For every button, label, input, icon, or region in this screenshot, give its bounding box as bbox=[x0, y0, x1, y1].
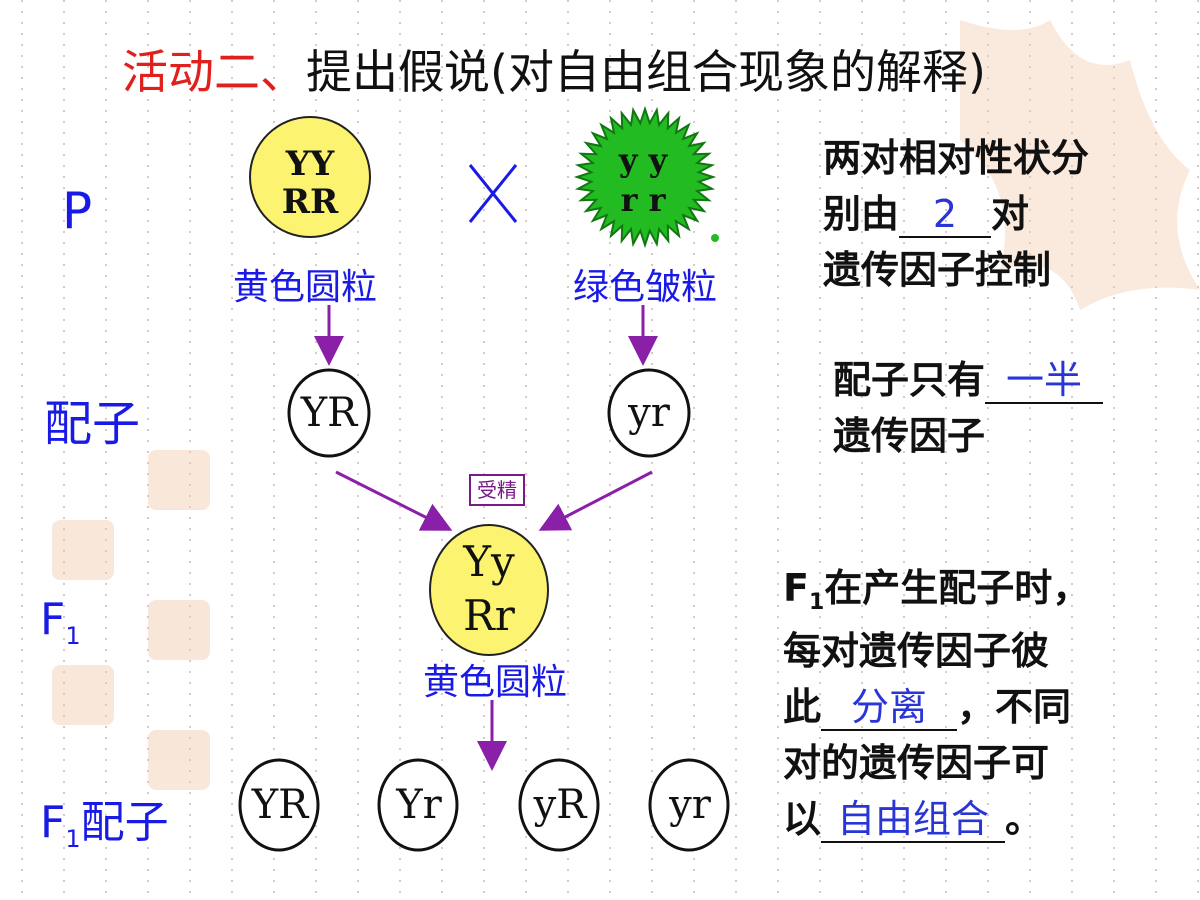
note-line: 遗传因子 bbox=[833, 414, 986, 458]
f1-gamete-circle bbox=[238, 758, 320, 852]
parent-green-label: 绿色皱粒 bbox=[573, 267, 718, 308]
note-text: 以 bbox=[783, 797, 822, 841]
page-title: 活动二、提出假说(对自由组合现象的解释) bbox=[122, 36, 986, 102]
f1-subscript: 1 bbox=[65, 622, 81, 650]
note-line: 配子只有一半 bbox=[833, 352, 1104, 408]
seal-watermark-large bbox=[960, 20, 1200, 310]
f1-gamete-word: 配子 bbox=[80, 797, 169, 848]
f1-gamete-label: YR bbox=[251, 782, 309, 828]
parent-yellow-genotype: YY RR bbox=[250, 145, 370, 221]
f1-gamete-circle bbox=[518, 758, 600, 852]
gamete-circle bbox=[287, 368, 371, 458]
arrow-fertilization-right bbox=[538, 470, 653, 531]
note-gamete-half: 配子只有一半 遗传因子 bbox=[833, 352, 1104, 464]
seal-watermark bbox=[52, 665, 114, 725]
seal-watermark bbox=[148, 730, 210, 790]
f1-gamete-circle bbox=[648, 758, 730, 852]
gamete-circle bbox=[607, 368, 691, 458]
f1-subscript: 1 bbox=[65, 825, 81, 853]
note-text: 此 bbox=[783, 685, 822, 729]
note-text: 别由 bbox=[823, 192, 900, 236]
genotype-line: Rr bbox=[463, 591, 515, 640]
blank-answer: 分离 bbox=[821, 685, 958, 731]
note-line: 两对相对性状分 bbox=[823, 136, 1090, 180]
blank-answer: 一半 bbox=[985, 358, 1104, 404]
note-line: F1在产生配子时， bbox=[783, 560, 1090, 623]
parent-yellow-circle bbox=[249, 116, 371, 238]
genotype-line: YY bbox=[285, 144, 335, 184]
seal-watermark bbox=[148, 450, 210, 510]
blank-answer: 自由组合 bbox=[821, 797, 1006, 843]
note-line: 每对遗传因子彼 bbox=[783, 629, 1050, 673]
note-text: 配子只有 bbox=[833, 358, 986, 402]
row-label-gamete: 配子 bbox=[44, 396, 141, 452]
note-text: 。 bbox=[1005, 797, 1044, 841]
genotype-line: Yy bbox=[463, 537, 515, 586]
genotype-line: r r bbox=[620, 181, 666, 219]
title-main: 提出假说(对自由组合现象的解释) bbox=[306, 45, 986, 99]
f1-circle bbox=[429, 524, 549, 656]
gamete-label: yr bbox=[628, 390, 670, 436]
f1-gamete-label: Yr bbox=[396, 782, 442, 828]
note-line: 以自由组合。 bbox=[783, 791, 1090, 847]
row-label-p: P bbox=[62, 182, 93, 240]
f1-gamete-label: yR bbox=[533, 782, 587, 828]
cross-icon bbox=[468, 164, 518, 223]
note-segregation: F1在产生配子时， 每对遗传因子彼 此分离，不同 对的遗传因子可 以自由组合。 bbox=[783, 560, 1090, 847]
f1-letter: F bbox=[40, 797, 66, 848]
watermark-seals bbox=[52, 20, 1200, 790]
fertilization-badge: 受精 bbox=[469, 474, 525, 506]
seal-watermark bbox=[148, 600, 210, 660]
title-prefix: 活动二、 bbox=[122, 45, 306, 99]
note-line: 遗传因子控制 bbox=[823, 248, 1052, 292]
genotype-line: RR bbox=[281, 182, 339, 222]
note-text: F bbox=[783, 566, 809, 610]
parent-green-genotype: y y r r bbox=[583, 140, 703, 220]
note-subscript: 1 bbox=[808, 590, 825, 615]
note-text: 在产生配子时， bbox=[824, 566, 1091, 610]
note-text: 对 bbox=[991, 192, 1030, 236]
row-label-f1-gamete: F1配子 bbox=[40, 786, 169, 853]
f1-gamete-label: yr bbox=[669, 782, 711, 828]
gamete-label: YR bbox=[300, 390, 358, 436]
parent-yellow-label: 黄色圆粒 bbox=[233, 267, 378, 308]
genotype-line: y y bbox=[618, 141, 668, 179]
f1-gamete-circle bbox=[377, 758, 459, 852]
note-line: 此分离，不同 bbox=[783, 679, 1090, 735]
seal-watermark bbox=[52, 520, 114, 580]
green-dot bbox=[711, 234, 719, 242]
parent-green-starburst bbox=[573, 105, 717, 249]
dotted-grid bbox=[21, 0, 1199, 900]
f1-genotype: Yy Rr bbox=[430, 535, 548, 643]
note-text: ，不同 bbox=[957, 685, 1072, 729]
note-line: 对的遗传因子可 bbox=[783, 741, 1050, 785]
f1-letter: F bbox=[40, 594, 66, 645]
blank-answer: 2 bbox=[899, 192, 992, 238]
row-label-f1: F1 bbox=[40, 594, 81, 650]
arrow-fertilization-left bbox=[335, 470, 453, 531]
f1-label: 黄色圆粒 bbox=[423, 662, 568, 703]
